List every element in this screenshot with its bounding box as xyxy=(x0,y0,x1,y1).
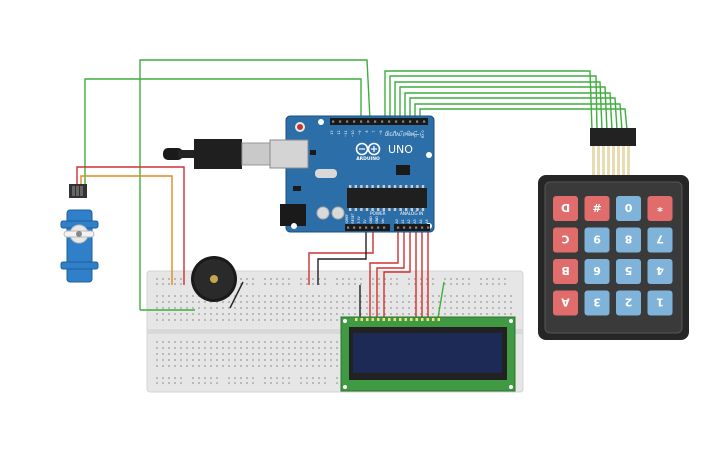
digital-pin-label-12: TX 1 xyxy=(414,131,418,139)
keypad-key-label: A xyxy=(561,296,570,309)
power-pin-label-5: GND xyxy=(375,216,379,224)
digital-pin-label-10: ~3 xyxy=(400,131,404,136)
digital-label: DIGITAL (PWM ~) xyxy=(385,132,421,137)
wire-servo-red xyxy=(76,166,185,285)
analog-pin-label-5: A5 xyxy=(425,219,429,223)
piezo-buzzer[interactable] xyxy=(191,256,237,302)
keypad-key-d[interactable]: D xyxy=(553,196,578,221)
keypad-key-label: 5 xyxy=(625,264,633,277)
keypad-key-label: B xyxy=(561,264,569,277)
wire-keypad-1 xyxy=(384,70,593,131)
arduino-logo-text: ARDUINO xyxy=(356,156,380,162)
keypad-key-label: 3 xyxy=(593,296,601,309)
keypad-key-4[interactable]: 4 xyxy=(647,259,673,284)
keypad-key-1[interactable]: 1 xyxy=(647,290,673,316)
digital-pin-label-8: ~5 xyxy=(386,131,390,136)
wire-green-servo-signal xyxy=(84,78,362,186)
keypad-ribbon-cable xyxy=(592,146,630,175)
lcd-pin-header xyxy=(355,318,440,321)
wire-buzzer-black xyxy=(229,281,244,309)
arduino-logo: ARDUINO xyxy=(355,142,381,162)
power-pin-label-6: Vin xyxy=(381,218,385,223)
wire-keypad-2 xyxy=(389,75,598,131)
keypad-key-label: 4 xyxy=(656,264,664,277)
keypad-key-label: C xyxy=(561,233,569,246)
wire-servo-orange xyxy=(80,175,173,285)
wire-analog-3 xyxy=(383,228,411,318)
keypad-key-5[interactable]: 5 xyxy=(616,259,641,284)
wire-analog-2 xyxy=(376,228,405,318)
analog-pin-label-4: A4 xyxy=(419,219,423,223)
wire-keypad-6 xyxy=(409,97,618,131)
digital-pin-label-1: 12 xyxy=(337,131,341,135)
power-pin-label-4: GND xyxy=(369,216,373,224)
analog-pin-label-2: A2 xyxy=(407,219,411,223)
keypad-key-3[interactable]: 3 xyxy=(584,290,610,316)
wire-green-buzzer xyxy=(139,59,371,310)
keypad-key-label: 9 xyxy=(593,233,601,246)
board-model-label: UNO xyxy=(388,143,413,156)
wire-keypad-5 xyxy=(404,92,613,131)
keypad-key-0[interactable]: 0 xyxy=(616,196,641,221)
keypad-key-label: 6 xyxy=(593,264,601,277)
keypad-key-label: 8 xyxy=(625,233,633,246)
keypad-key-7[interactable]: 7 xyxy=(647,227,673,253)
keypad-key-hash[interactable]: # xyxy=(584,196,610,221)
power-pin-label-3: 5V xyxy=(363,218,367,223)
keypad-key-8[interactable]: 8 xyxy=(616,227,641,253)
keypad-key-6[interactable]: 6 xyxy=(584,259,610,284)
digital-pin-label-5: 8 xyxy=(365,131,369,133)
digital-pin-label-7: ~6 xyxy=(379,131,383,136)
wire-power-red xyxy=(308,226,374,285)
digital-pin-label-3: ~10 xyxy=(351,131,355,138)
keypad-key-label: D xyxy=(561,201,570,214)
keypad-key-star[interactable]: * xyxy=(647,196,673,221)
servo-motor[interactable] xyxy=(60,184,99,283)
keypad-key-label: 0 xyxy=(624,201,632,214)
keypad-key-label: * xyxy=(657,201,663,214)
power-pin-label-1: RESET xyxy=(351,213,355,223)
keypad-key-b[interactable]: B xyxy=(553,259,578,284)
wire-keypad-8 xyxy=(419,108,628,131)
power-pin-label-0: IOREF xyxy=(345,214,349,224)
keypad-4x4[interactable]: D #0 * C 9 8 7B 6 5 4A 3 2 1 xyxy=(538,128,689,340)
keypad-key-2[interactable]: 2 xyxy=(616,290,641,316)
keypad-keys: D #0 * C 9 8 7B 6 5 4A 3 2 1 xyxy=(553,196,673,316)
wire-keypad-3 xyxy=(394,81,603,131)
wire-power-black xyxy=(317,226,367,285)
digital-pin-label-6: 7 xyxy=(372,131,376,133)
power-label: POWER xyxy=(370,211,386,216)
keypad-key-c[interactable]: C xyxy=(553,227,578,253)
keypad-key-label: # xyxy=(592,201,601,214)
keypad-key-label: 1 xyxy=(656,296,664,309)
power-pin-label-2: 3.3V xyxy=(357,215,361,223)
digital-pin-label-13: RX 0 xyxy=(421,131,425,138)
lcd-16x2-display[interactable] xyxy=(340,316,516,392)
analog-pin-label-1: A1 xyxy=(401,219,405,223)
keypad-key-9[interactable]: 9 xyxy=(584,227,610,253)
digital-pin-label-2: ~11 xyxy=(344,131,348,138)
keypad-key-a[interactable]: A xyxy=(553,290,578,316)
analog-pin-label-0: A0 xyxy=(395,219,399,223)
wire-keypad-7 xyxy=(414,103,623,131)
analog-pin-label-3: A3 xyxy=(413,219,417,223)
wires xyxy=(76,59,628,319)
digital-pin-label-4: ~9 xyxy=(358,131,362,136)
analog-label: ANALOG IN xyxy=(400,211,423,216)
digital-pin-label-9: 4 xyxy=(393,131,397,133)
keypad-key-label: 2 xyxy=(625,296,633,309)
keypad-key-label: 7 xyxy=(656,233,664,246)
digital-pin-label-0: 13 xyxy=(330,131,334,135)
wire-lcd-green xyxy=(437,281,445,319)
digital-pin-label-11: 2 xyxy=(407,131,411,133)
wire-analog-1 xyxy=(369,228,399,318)
